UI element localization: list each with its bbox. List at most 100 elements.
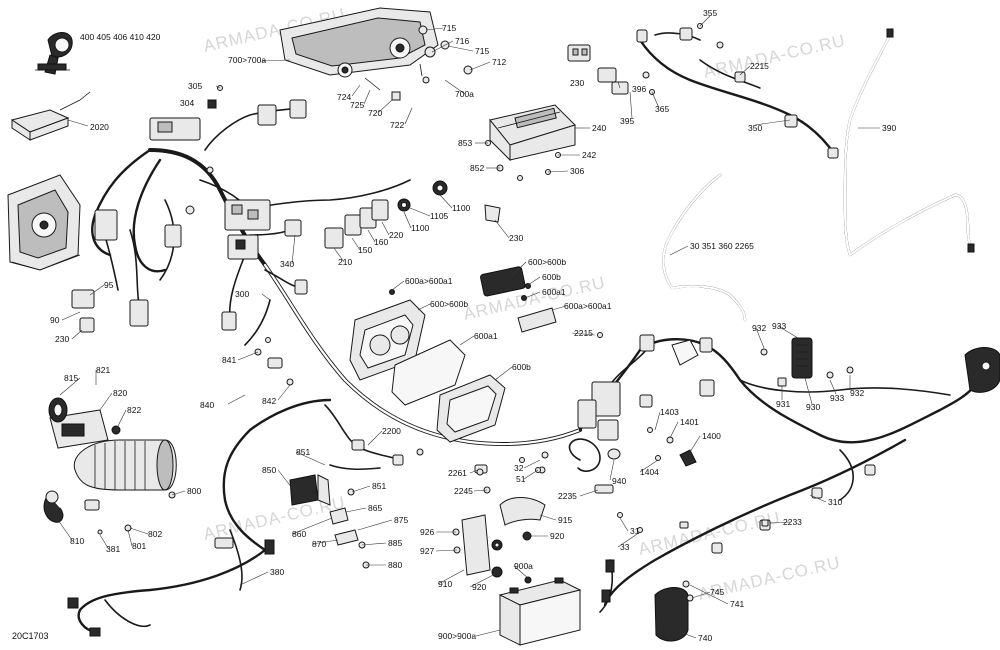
- battery-900: [452, 497, 582, 646]
- label-740: 740: [698, 633, 712, 643]
- label-840: 840: [200, 400, 214, 410]
- label-2215-top: 2215: [750, 61, 769, 71]
- label-725: 725: [350, 100, 364, 110]
- label-810: 810: [70, 536, 84, 546]
- label-870: 870: [312, 539, 326, 549]
- label-851-bottom: 851: [372, 481, 386, 491]
- label-715b: 715: [475, 46, 489, 56]
- label-820: 820: [113, 388, 127, 398]
- label-860: 860: [292, 529, 306, 539]
- label-396: 396: [632, 84, 646, 94]
- connector-block-230-top: [567, 41, 724, 95]
- main-harness-300: [91, 99, 582, 447]
- label-1401: 1401: [680, 417, 699, 427]
- label-95: 95: [104, 280, 114, 290]
- label-2261: 2261: [448, 468, 467, 478]
- label-30-351-360-2265: 30 351 360 2265: [690, 241, 754, 251]
- headlight-left: [7, 174, 81, 271]
- label-210: 210: [338, 257, 352, 267]
- leader-lines: [57, 15, 880, 639]
- label-600a-600a1-top: 600a>600a1: [405, 276, 453, 286]
- label-933-top: 933: [772, 321, 786, 331]
- label-2020: 2020: [90, 122, 109, 132]
- label-304: 304: [180, 98, 194, 108]
- label-600-600b-top: 600>600b: [528, 257, 566, 267]
- winch-800: [43, 397, 177, 535]
- label-716: 716: [455, 36, 469, 46]
- label-600b-bottom: 600b: [512, 362, 531, 372]
- label-931: 931: [776, 399, 790, 409]
- label-2245: 2245: [454, 486, 473, 496]
- label-305: 305: [188, 81, 202, 91]
- label-910: 910: [438, 579, 452, 589]
- diagram-code: 20C1703: [12, 631, 49, 641]
- label-875: 875: [394, 515, 408, 525]
- label-31: 31: [630, 526, 640, 536]
- tail-harness-390: [843, 28, 975, 257]
- rear-harness-310: [578, 334, 977, 613]
- instrument-cluster-600: [349, 266, 557, 443]
- label-822: 822: [127, 405, 141, 415]
- label-712: 712: [492, 57, 506, 67]
- label-880: 880: [388, 560, 402, 570]
- label-2235: 2235: [558, 491, 577, 501]
- label-600b-top: 600b: [542, 272, 561, 282]
- switches-panel: [71, 180, 501, 333]
- label-720: 720: [368, 108, 382, 118]
- label-242: 242: [582, 150, 596, 160]
- label-400: 400 405 406 410 420: [80, 32, 161, 42]
- label-306: 306: [570, 166, 584, 176]
- label-32: 32: [514, 463, 524, 473]
- label-600a-600a1-mid: 600a>600a1: [564, 301, 612, 311]
- label-355: 355: [703, 8, 717, 18]
- label-230-right: 230: [509, 233, 523, 243]
- label-230-left: 230: [55, 334, 69, 344]
- label-160: 160: [374, 237, 388, 247]
- label-933-bottom: 933: [830, 393, 844, 403]
- label-700-700a: 700>700a: [228, 55, 266, 65]
- label-865: 865: [368, 503, 382, 513]
- label-932-right: 932: [850, 388, 864, 398]
- label-745: 745: [710, 587, 724, 597]
- label-600a1-mid: 600a1: [474, 331, 498, 341]
- label-381: 381: [106, 544, 120, 554]
- headlight-assembly-700: [279, 7, 473, 101]
- label-33: 33: [620, 542, 630, 552]
- label-390: 390: [882, 123, 896, 133]
- label-815: 815: [64, 373, 78, 383]
- label-900-900a: 900>900a: [438, 631, 476, 641]
- label-850: 850: [262, 465, 276, 475]
- winch-harness-380: [67, 398, 332, 637]
- label-1400: 1400: [702, 431, 721, 441]
- label-724: 724: [337, 92, 351, 102]
- ecu-240: [489, 104, 576, 162]
- label-600a1-top: 600a1: [542, 287, 566, 297]
- label-1100-right: 1100: [452, 203, 471, 213]
- label-90: 90: [50, 315, 60, 325]
- label-1100-left: 1100: [411, 223, 430, 233]
- label-800: 800: [187, 486, 201, 496]
- label-600-600b-mid: 600>600b: [430, 299, 468, 309]
- part-labels: 400 405 406 410 420 2020 305 304 700>700…: [50, 8, 896, 643]
- label-1404: 1404: [640, 467, 659, 477]
- label-240: 240: [592, 123, 606, 133]
- label-842: 842: [262, 396, 276, 406]
- label-932-left: 932: [752, 323, 766, 333]
- label-365: 365: [655, 104, 669, 114]
- label-230-top: 230: [570, 78, 584, 88]
- label-2215-mid: 2215: [574, 328, 593, 338]
- label-940: 940: [612, 476, 626, 486]
- label-715a: 715: [442, 23, 456, 33]
- label-700a: 700a: [455, 89, 474, 99]
- spotlight-400: [35, 32, 73, 75]
- label-900a: 900a: [514, 561, 533, 571]
- label-51: 51: [516, 474, 526, 484]
- label-741: 741: [730, 599, 744, 609]
- label-930: 930: [806, 402, 820, 412]
- label-2200: 2200: [382, 426, 401, 436]
- label-853: 853: [458, 138, 472, 148]
- winch-contactor-850: [254, 348, 404, 569]
- label-920-left: 920: [472, 582, 486, 592]
- label-821: 821: [96, 365, 110, 375]
